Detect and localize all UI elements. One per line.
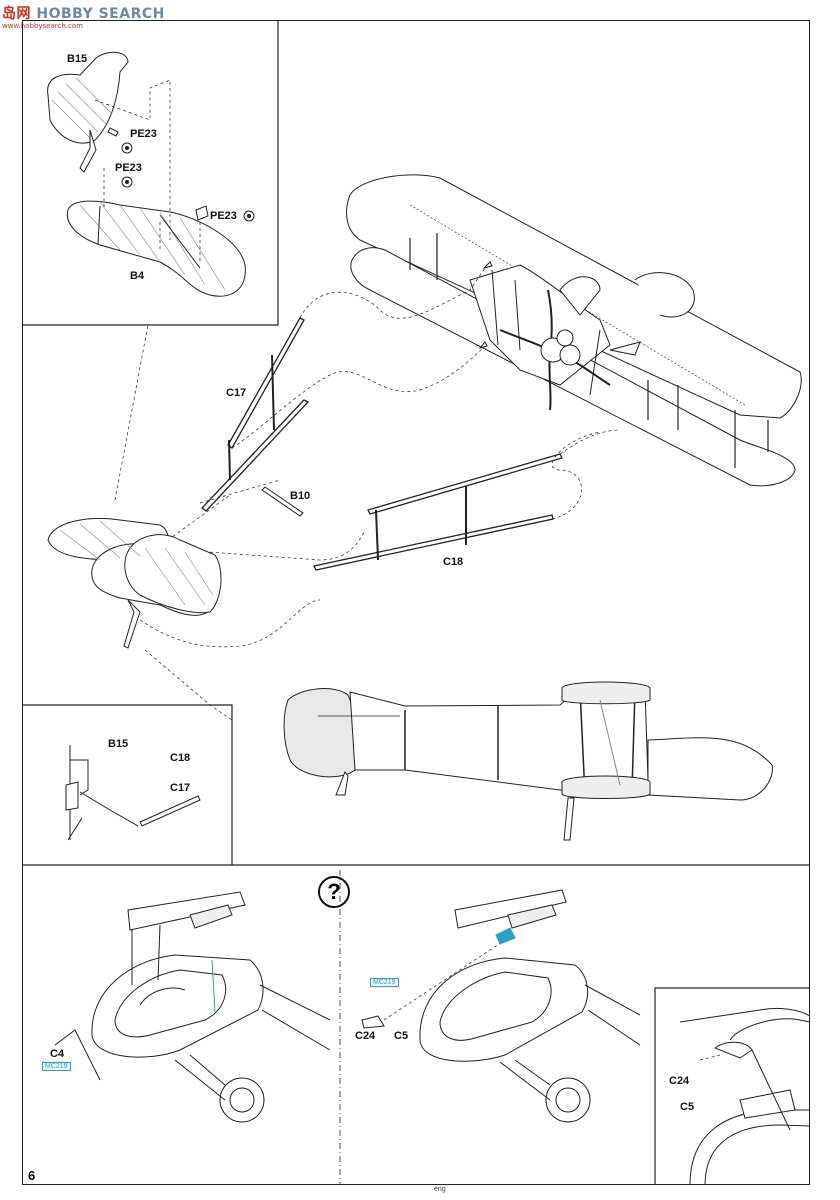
label-b10: B10 <box>290 490 311 502</box>
tail-pin-detail <box>65 745 201 841</box>
label-b4: B4 <box>130 270 145 282</box>
label-pe23-b: PE23 <box>115 162 142 174</box>
closeup-view-right <box>679 1007 811 1186</box>
watermark-site: www.hobbysearch.com <box>2 22 83 30</box>
label-c17-detail: C17 <box>170 782 191 794</box>
label-c24-right: C24 <box>669 1075 690 1087</box>
label-c18: C18 <box>443 556 464 568</box>
page-number: 6 <box>28 1168 36 1183</box>
fuselage-side-view <box>283 681 773 841</box>
label-mc-left: MC219 <box>42 1062 71 1071</box>
label-mc-mid: MC219 <box>370 978 399 987</box>
label-c5-mid: C5 <box>394 1030 409 1042</box>
panel-dividers <box>22 20 810 1185</box>
label-c18-detail: C18 <box>170 752 191 764</box>
strut-c18 <box>313 453 563 571</box>
tail-detail-drawing <box>47 51 255 297</box>
part-b10 <box>261 486 304 517</box>
label-pe23-a: PE23 <box>130 128 157 140</box>
aircraft-main-drawing <box>346 174 802 487</box>
step-question-marker: ? <box>318 876 350 908</box>
label-c17: C17 <box>226 387 247 399</box>
cockpit-view-middle <box>361 889 641 1123</box>
footer-mark: eng <box>434 1186 446 1193</box>
tail-assembly-drawing <box>47 517 222 649</box>
label-pe23-c: PE23 <box>210 210 237 222</box>
label-b15-detail: B15 <box>108 738 129 750</box>
cockpit-view-left <box>54 891 331 1123</box>
label-c4: C4 <box>50 1048 65 1060</box>
label-c24-mid: C24 <box>355 1030 376 1042</box>
strut-c17 <box>201 317 310 512</box>
label-b15: B15 <box>67 53 88 65</box>
watermark-logo: 岛网 HOBBY SEARCH <box>2 6 165 22</box>
label-c5-right: C5 <box>680 1101 695 1113</box>
guide-lines <box>114 267 621 721</box>
page-frame <box>22 20 810 1185</box>
